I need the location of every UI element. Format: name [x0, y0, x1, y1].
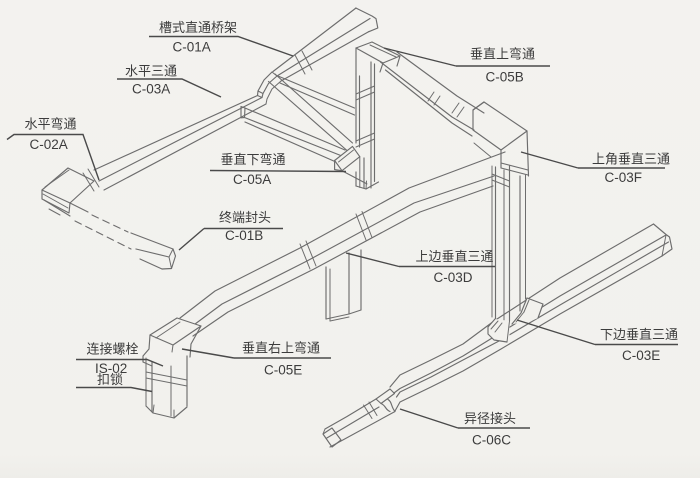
svg-text:槽式直通桥架: 槽式直通桥架	[159, 20, 237, 35]
svg-text:上角垂直三通: 上角垂直三通	[592, 152, 670, 167]
svg-text:连接螺栓: 连接螺栓	[87, 342, 139, 357]
svg-text:C-05E: C-05E	[264, 363, 302, 378]
svg-text:C-03F: C-03F	[605, 170, 643, 185]
svg-text:异径接头: 异径接头	[464, 411, 516, 426]
svg-text:IS-02: IS-02	[95, 361, 127, 376]
svg-text:C-02A: C-02A	[30, 137, 68, 152]
svg-text:C-05A: C-05A	[233, 172, 271, 187]
svg-text:C-06C: C-06C	[472, 433, 511, 448]
svg-text:C-03E: C-03E	[622, 348, 660, 363]
svg-text:水平三通: 水平三通	[125, 64, 177, 79]
svg-text:C-01B: C-01B	[225, 228, 263, 243]
svg-text:C-05B: C-05B	[486, 70, 524, 85]
svg-text:垂直右上弯通: 垂直右上弯通	[242, 341, 320, 356]
svg-text:终端封头: 终端封头	[219, 210, 271, 225]
svg-text:垂直上弯通: 垂直上弯通	[470, 47, 535, 62]
svg-text:上边垂直三通: 上边垂直三通	[416, 249, 494, 264]
svg-text:C-03A: C-03A	[132, 82, 170, 97]
svg-text:下边垂直三通: 下边垂直三通	[600, 327, 678, 342]
svg-text:C-01A: C-01A	[173, 40, 211, 55]
svg-text:垂直下弯通: 垂直下弯通	[221, 152, 286, 167]
svg-text:水平弯通: 水平弯通	[25, 117, 77, 132]
svg-text:扣锁: 扣锁	[97, 372, 123, 387]
svg-text:C-03D: C-03D	[434, 270, 473, 285]
